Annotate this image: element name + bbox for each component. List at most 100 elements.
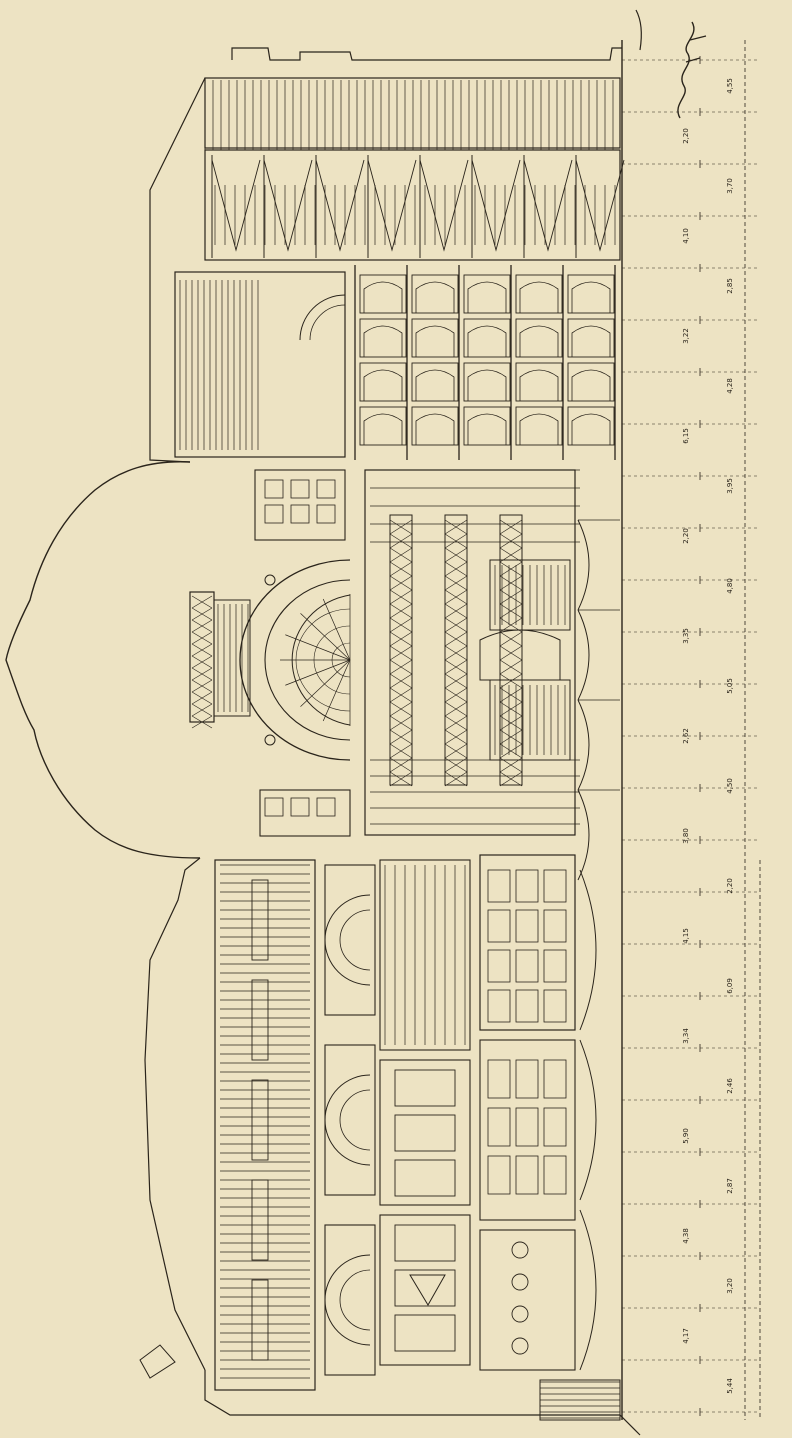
dimension-label: 4,50 xyxy=(726,778,734,794)
dome-ring xyxy=(331,642,351,678)
aisle-window xyxy=(515,869,539,903)
truss-diagonal xyxy=(419,159,469,252)
crypt-arch xyxy=(579,1209,597,1371)
aisle-window xyxy=(487,989,511,1023)
aisle-window xyxy=(487,949,511,983)
vault-bay xyxy=(359,318,407,358)
dome-rib xyxy=(300,659,351,707)
aisle-window xyxy=(515,949,539,983)
dome-side-tower xyxy=(254,469,346,541)
lattice-hatch xyxy=(444,743,468,759)
tower-panel xyxy=(264,797,284,817)
lattice-hatch xyxy=(499,575,523,591)
lattice-hatch xyxy=(499,729,523,745)
vault-bay xyxy=(411,318,459,358)
attic-truss xyxy=(251,979,269,1061)
vault-arch xyxy=(519,369,559,401)
vault-bay xyxy=(359,362,407,402)
lattice-hatch xyxy=(499,519,523,535)
nave-bay xyxy=(379,1214,471,1366)
truss-diagonal xyxy=(471,159,521,252)
truss-diagonal xyxy=(523,159,573,252)
aisle-window xyxy=(487,909,511,943)
pediment-ornament xyxy=(409,1274,446,1306)
aisle-window xyxy=(487,869,511,903)
vault-bay xyxy=(359,274,407,314)
dome-rib xyxy=(322,598,351,661)
lattice-hatch xyxy=(444,631,468,647)
dome-rib xyxy=(285,659,351,686)
lattice-hatch xyxy=(499,743,523,759)
dimension-label: 5,05 xyxy=(726,678,734,694)
stair-arch xyxy=(299,294,346,341)
rosette xyxy=(264,574,276,586)
dimension-label: 4,55 xyxy=(726,78,734,94)
vault-arch xyxy=(519,413,559,445)
vault-arch xyxy=(571,369,611,401)
dome-inner-arch xyxy=(264,579,351,741)
dimension-label: 4,28 xyxy=(726,378,734,394)
dimension-label: 4,38 xyxy=(682,1228,690,1244)
dimension-label: 4,15 xyxy=(682,928,690,944)
lattice-hatch xyxy=(389,547,413,563)
dome-profile xyxy=(5,461,201,859)
crypt-arch xyxy=(577,609,590,701)
lattice-hatch xyxy=(389,533,413,549)
lattice-hatch xyxy=(389,645,413,661)
dimension-label: 3,95 xyxy=(726,478,734,494)
vault-arch xyxy=(467,369,507,401)
tower-panel xyxy=(290,504,310,524)
aisle-window xyxy=(543,869,567,903)
dimension-label: 3,34 xyxy=(682,1028,690,1044)
vault-arch xyxy=(415,369,455,401)
lattice-hatch xyxy=(444,561,468,577)
aisle-bay xyxy=(479,1229,576,1371)
altar-panel xyxy=(394,1114,456,1152)
altar-panel xyxy=(394,1314,456,1352)
vault-arch xyxy=(519,281,559,313)
lattice-hatch xyxy=(191,643,213,657)
tower-panel xyxy=(290,797,310,817)
aisle-window xyxy=(543,989,567,1023)
lattice-column xyxy=(389,514,413,786)
sculpture-ornament xyxy=(139,1344,176,1379)
aisle-window xyxy=(543,949,567,983)
vault-bay xyxy=(463,318,511,358)
lattice-hatch xyxy=(499,659,523,675)
lattice-hatch xyxy=(499,631,523,647)
aisle-window xyxy=(543,909,567,943)
tower-panel xyxy=(264,479,284,499)
altar-panel xyxy=(394,1069,456,1107)
organ-loft xyxy=(489,559,571,631)
aisle-window xyxy=(543,1155,567,1195)
lattice-hatch xyxy=(191,679,213,693)
vault-arch xyxy=(415,325,455,357)
dimension-label: 5,90 xyxy=(682,1128,690,1144)
vault-bay xyxy=(567,362,615,402)
aisle-bay xyxy=(479,854,576,1031)
architect-signature xyxy=(635,9,707,119)
vault-arch xyxy=(571,281,611,313)
lattice-hatch xyxy=(499,687,523,703)
vault-bay xyxy=(567,318,615,358)
dimension-label: 3,20 xyxy=(726,1278,734,1294)
upper-stair-block xyxy=(174,271,346,458)
vault-arch xyxy=(467,413,507,445)
vault-bay xyxy=(515,362,563,402)
chapel-arch xyxy=(324,894,371,986)
vault-arch xyxy=(467,281,507,313)
drum-band xyxy=(213,599,251,717)
rosette xyxy=(511,1241,529,1259)
rosette xyxy=(511,1337,529,1355)
aisle-bay xyxy=(479,1039,576,1221)
vault-bay xyxy=(411,362,459,402)
altar-panel xyxy=(394,1224,456,1262)
attic-truss xyxy=(251,1279,269,1361)
lattice-hatch xyxy=(499,771,523,787)
dome-ring xyxy=(313,625,351,695)
dimension-label: 4,80 xyxy=(726,578,734,594)
lattice-hatch xyxy=(499,561,523,577)
tower-panel xyxy=(290,479,310,499)
truss-diagonal xyxy=(315,159,365,252)
